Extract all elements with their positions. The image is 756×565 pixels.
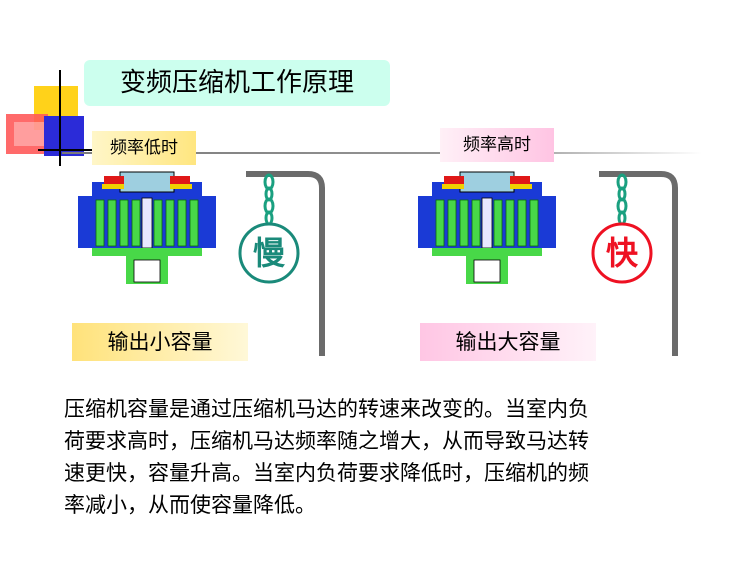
large-capacity-label: 输出大容量: [420, 323, 596, 361]
small-capacity-label: 输出小容量: [72, 323, 248, 361]
hanging-sign-fast: [583, 170, 683, 360]
corner-decoration: [0, 70, 100, 170]
slide-title: 变频压缩机工作原理: [84, 60, 390, 106]
hanging-sign-slow: [230, 170, 330, 360]
description-line: 速更快，容量升高。当室内负荷要求降低时，压缩机的频: [64, 461, 589, 485]
description-line: 率减小，从而使容量降低。: [64, 493, 316, 517]
description-line: 荷要求高时，压缩机马达频率随之增大，从而导致马达转: [64, 429, 589, 453]
compressor-diagram-high: [414, 168, 560, 286]
low-frequency-label: 频率低时: [92, 131, 196, 165]
slow-sign-text: 慢: [252, 234, 285, 272]
divider-line: [62, 152, 702, 154]
description-paragraph: 压缩机容量是通过压缩机马达的转速来改变的。当室内负 荷要求高时，压缩机马达频率随…: [64, 393, 714, 521]
description-line: 压缩机容量是通过压缩机马达的转速来改变的。当室内负: [64, 397, 589, 421]
high-frequency-label: 频率高时: [440, 128, 554, 162]
fast-sign-text: 快: [605, 234, 638, 272]
compressor-diagram-low: [74, 168, 220, 286]
